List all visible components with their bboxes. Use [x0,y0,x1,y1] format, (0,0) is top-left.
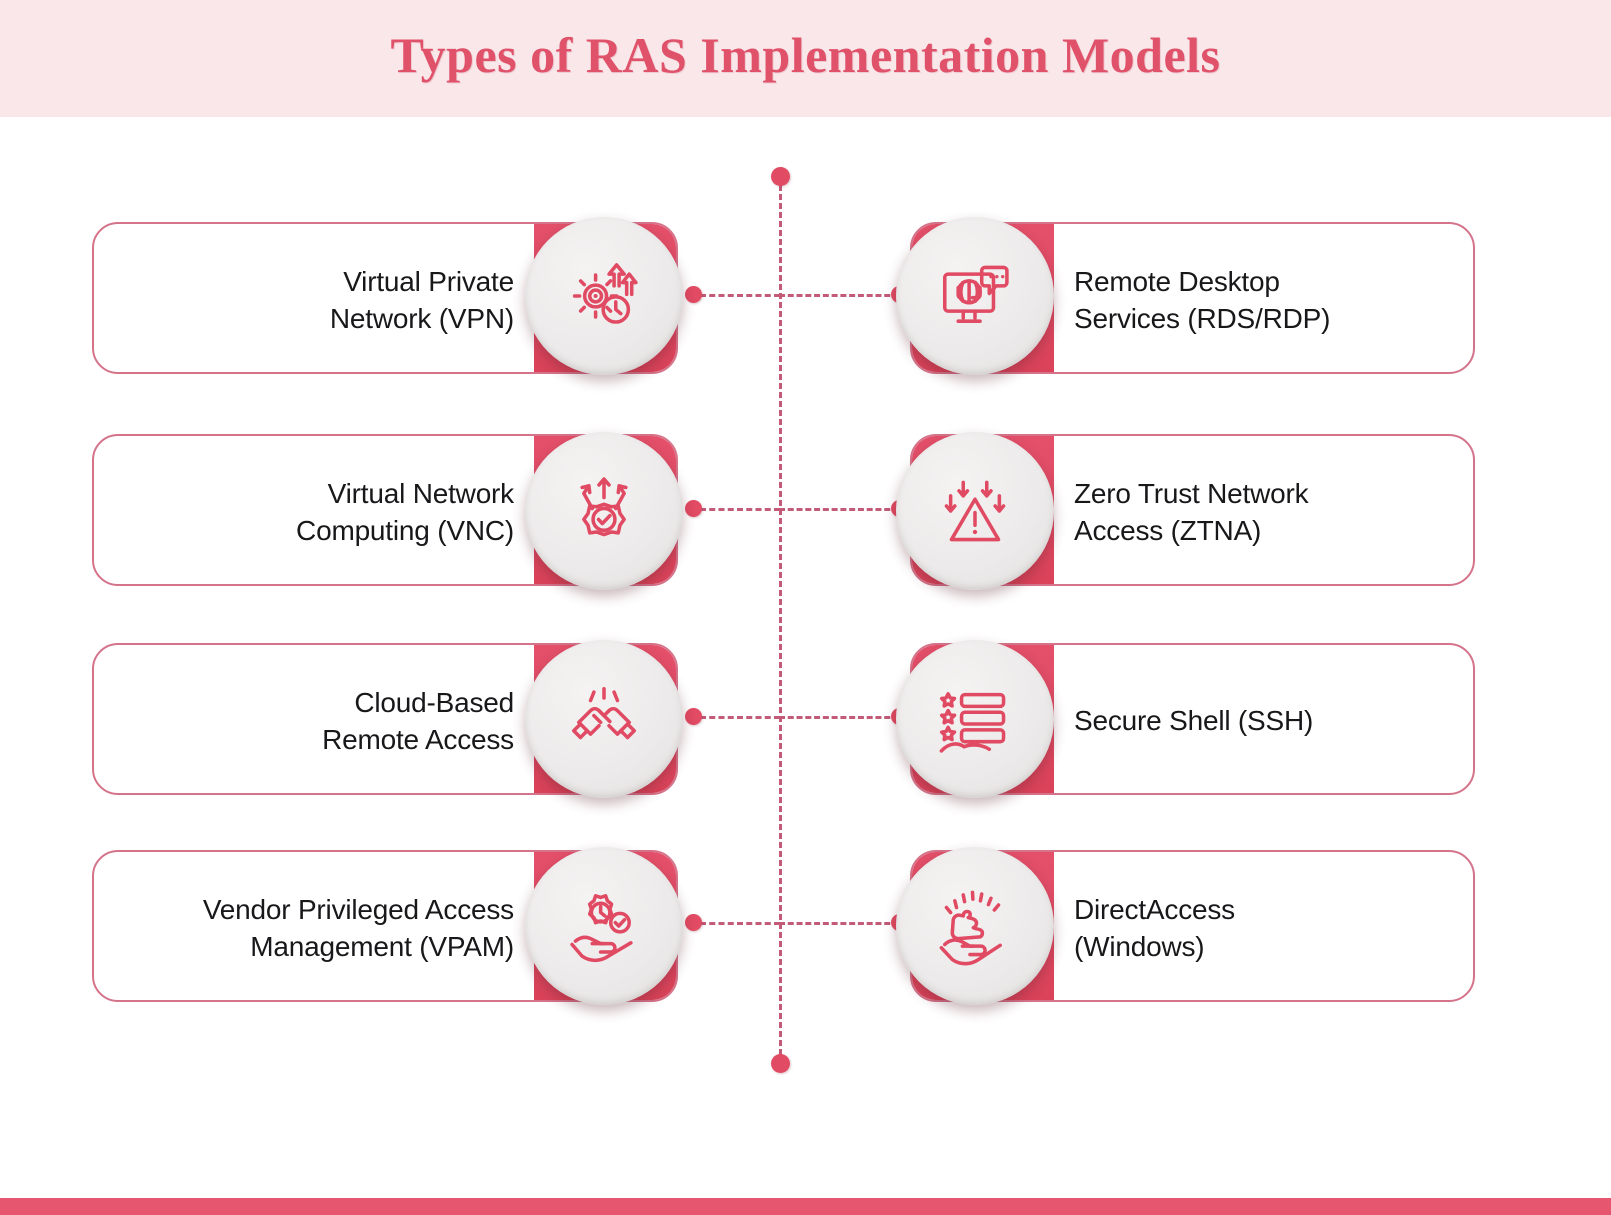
card-label: Cloud-Based Remote Access [322,686,514,756]
connector-dot-left-1 [685,286,702,303]
connector-dot-left-3 [685,708,702,725]
warning-triangle-down-arrows-icon [896,432,1054,590]
spine-top-dot [771,167,790,186]
connector-left-1 [700,294,780,297]
gear-check-arrows-icon [525,432,683,590]
connector-left-4 [700,922,780,925]
connector-right-2 [779,508,899,511]
card-label: Remote Desktop Services (RDS/RDP) [1074,265,1331,335]
bottom-accent-bar [0,1198,1611,1215]
hand-gear-clock-check-icon [525,847,683,1005]
card-label: Virtual Network Computing (VNC) [296,477,514,547]
connector-left-3 [700,716,780,719]
connector-dot-left-4 [685,914,702,931]
spine-bottom-dot [771,1054,790,1073]
connector-right-4 [779,922,899,925]
center-spine [779,176,782,1064]
handshake-icon [525,640,683,798]
card-label: Zero Trust Network Access (ZTNA) [1074,477,1309,547]
card-label: Virtual Private Network (VPN) [329,265,514,335]
connector-left-2 [700,508,780,511]
page-title: Types of RAS Implementation Models [390,27,1221,83]
hand-puzzle-shine-icon [896,847,1054,1005]
connector-dot-left-2 [685,500,702,517]
header-band [0,0,1611,117]
connector-right-1 [779,294,899,297]
gear-clock-arrows-icon [525,217,683,375]
card-label: DirectAccess (Windows) [1074,893,1235,963]
card-label: Vendor Privileged Access Management (VPA… [202,893,514,963]
hand-star-list-icon [896,640,1054,798]
card-label: Secure Shell (SSH) [1074,705,1314,736]
monitor-globe-headset-chat-icon [896,217,1054,375]
connector-right-3 [779,716,899,719]
